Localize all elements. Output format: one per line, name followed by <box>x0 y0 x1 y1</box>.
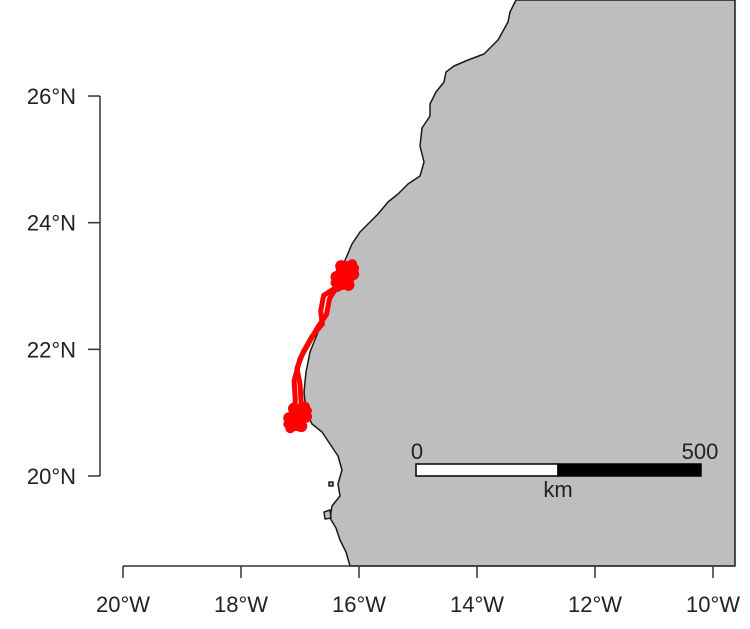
track-cluster-point <box>299 416 308 425</box>
scale-bar-end-label: 500 <box>682 439 719 464</box>
track-cluster-point <box>335 268 344 277</box>
scale-bar-unit-label: km <box>543 477 572 502</box>
track-line-secondary <box>291 277 344 419</box>
track-cluster-point <box>330 278 339 287</box>
lat-tick-label: 20°N <box>27 464 76 489</box>
scale-bar-white-segment <box>415 463 559 477</box>
land-mass <box>303 0 736 567</box>
track-cluster <box>335 259 360 282</box>
track-cluster-point <box>304 406 312 415</box>
island <box>323 509 332 520</box>
lon-tick-label: 12°W <box>568 592 622 617</box>
island <box>328 481 334 487</box>
track-layer <box>283 259 360 434</box>
lon-tick-label: 20°W <box>96 592 150 617</box>
scale-bar-black-segment <box>557 463 702 477</box>
scale-bar-start-label: 0 <box>411 439 423 464</box>
track-cluster-point <box>351 264 360 273</box>
scale-bar: 0 500 km <box>411 439 718 502</box>
lon-axis-ticks: 20°W 18°W 16°W 14°W 12°W 10°W <box>96 566 740 617</box>
lon-tick-label: 16°W <box>332 592 386 617</box>
track-cluster <box>283 411 308 434</box>
lat-tick-label: 22°N <box>27 337 76 362</box>
lon-tick-label: 18°W <box>214 592 268 617</box>
lat-tick-label: 26°N <box>27 84 76 109</box>
lon-tick-label: 10°W <box>686 592 740 617</box>
lon-tick-label: 14°W <box>450 592 504 617</box>
lat-tick-label: 24°N <box>27 211 76 236</box>
lat-axis-ticks: 26°N 24°N 22°N 20°N <box>27 84 100 489</box>
track-cluster-point <box>283 420 292 429</box>
